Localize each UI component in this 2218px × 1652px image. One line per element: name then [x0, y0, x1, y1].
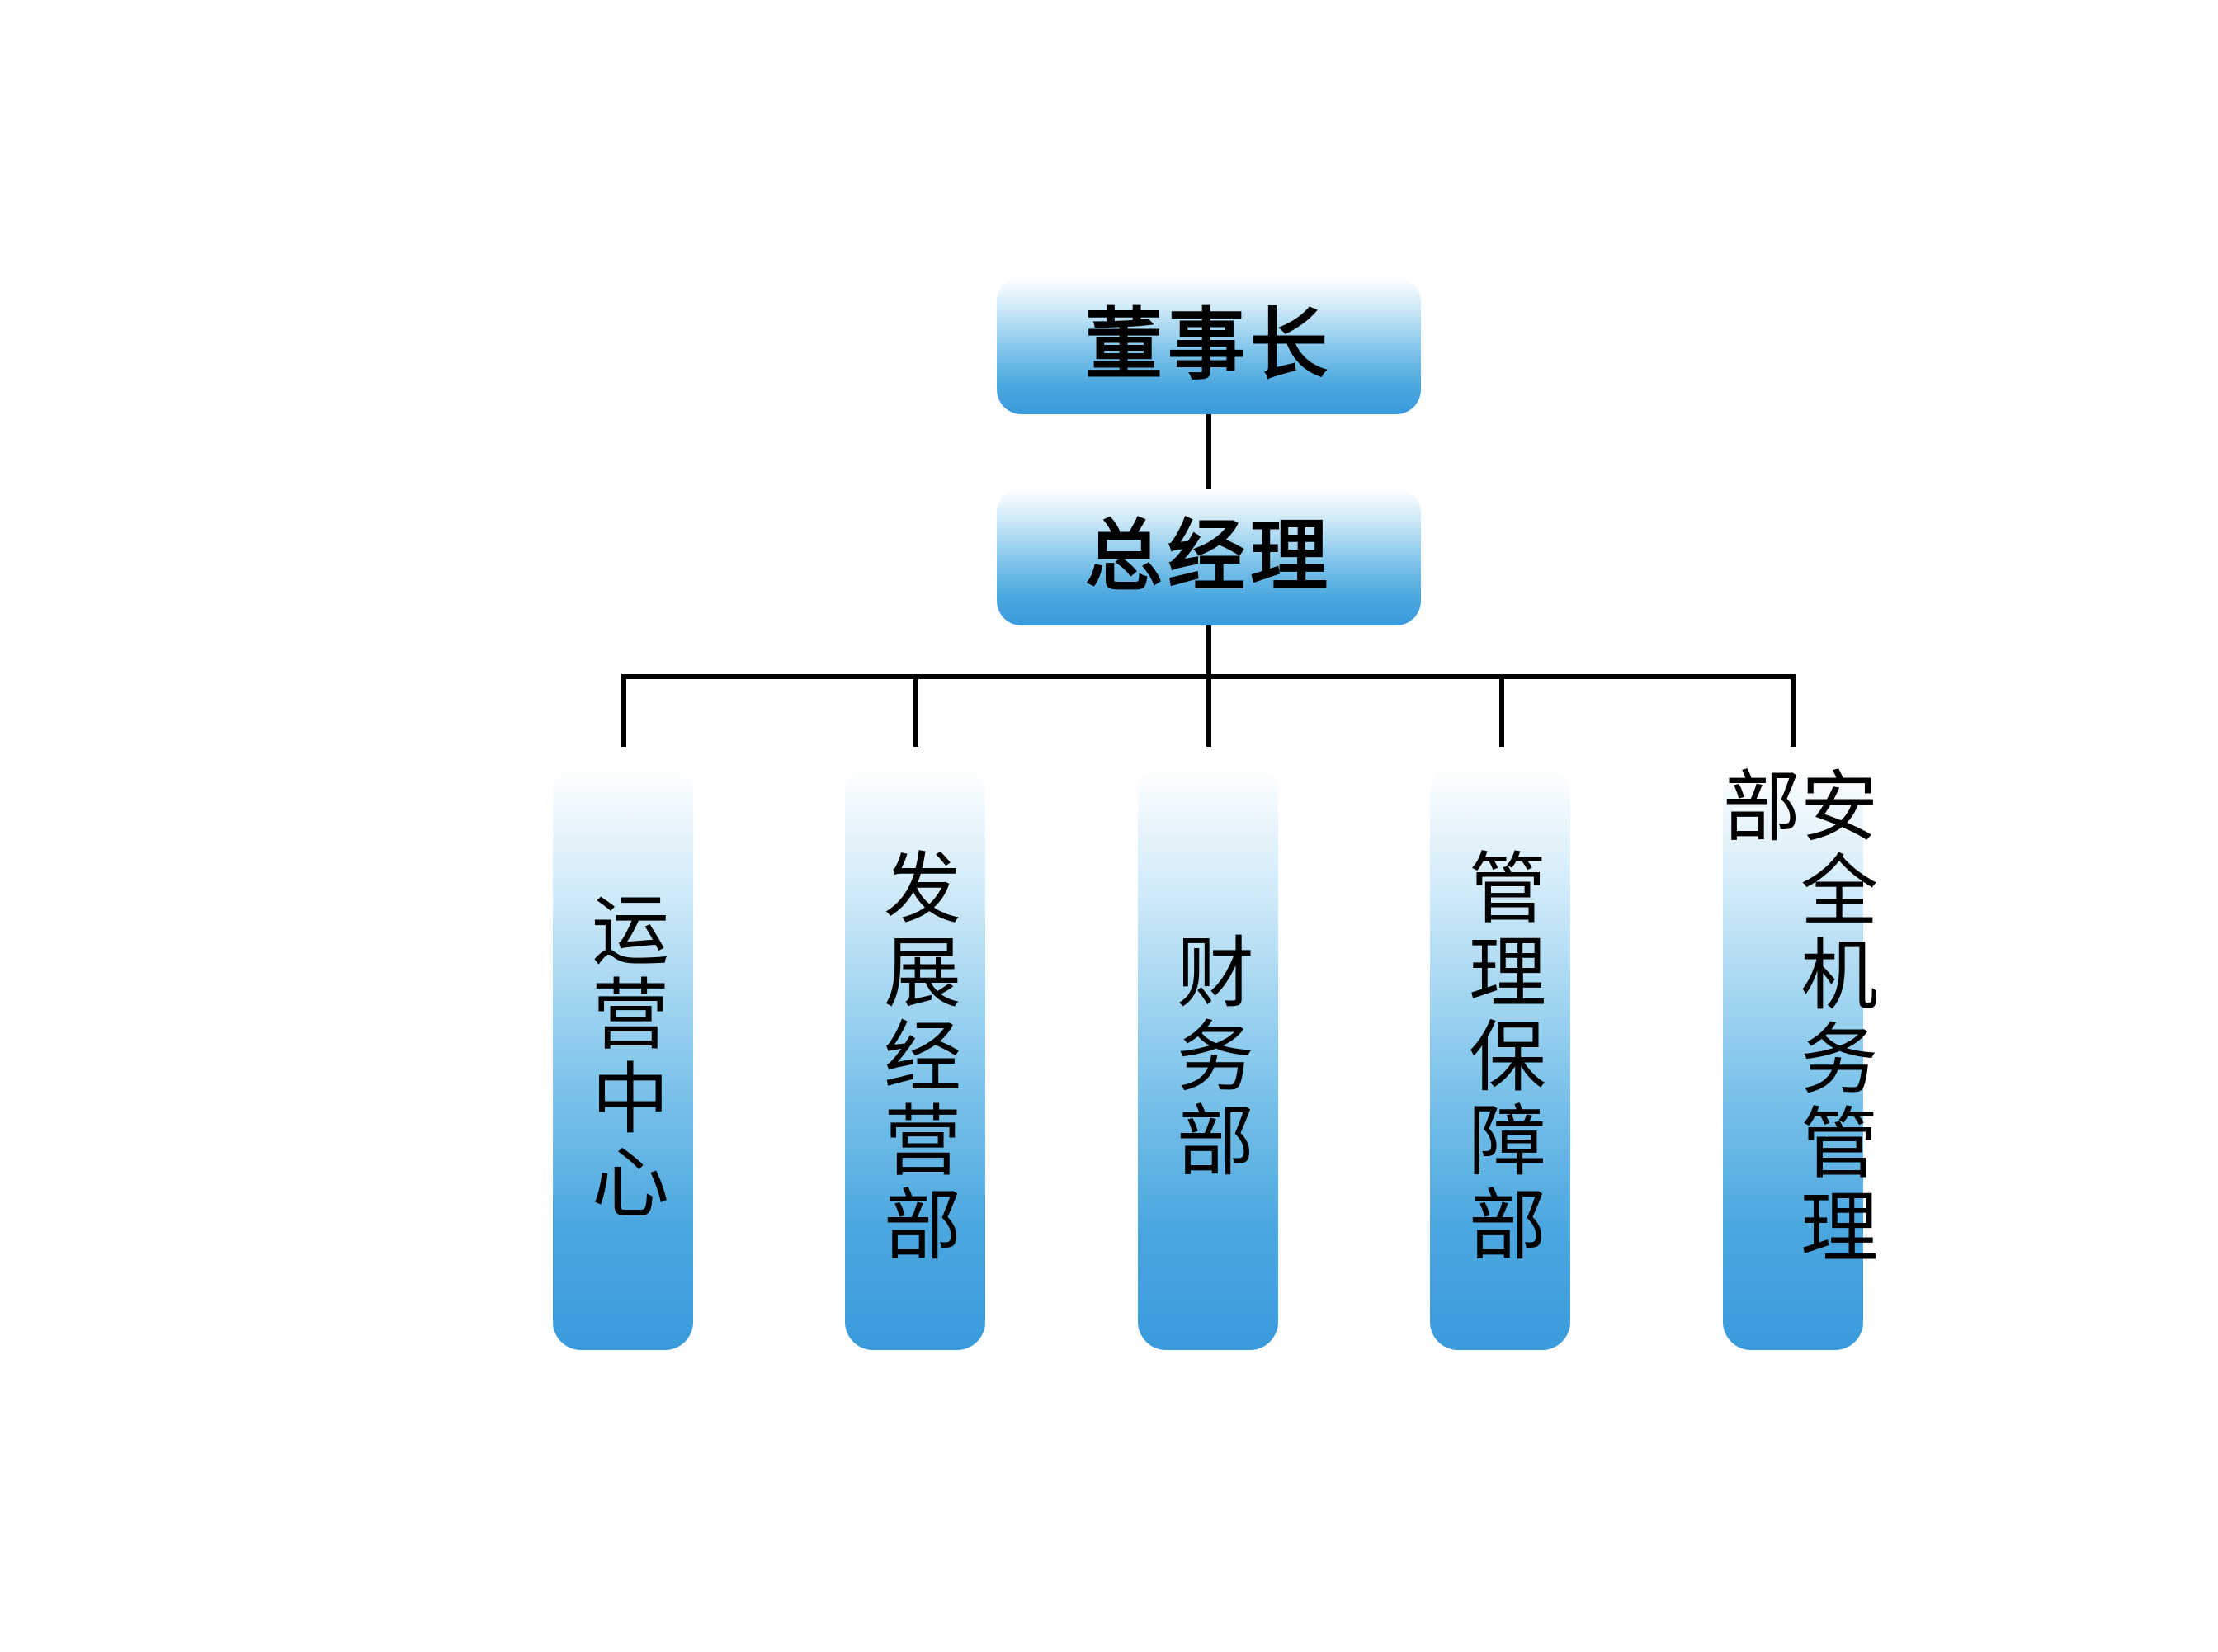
general-manager-box: 总经理 — [997, 489, 1421, 625]
department-label: 发展经营部 — [871, 847, 960, 1268]
department-box-finance: 财务部 — [1138, 766, 1278, 1350]
department-label: 运营中心 — [578, 890, 668, 1226]
department-label: 财务部 — [1163, 932, 1253, 1184]
department-box-development-business: 发展经营部 — [845, 766, 985, 1350]
chairman-label: 董事长 — [1084, 300, 1333, 390]
department-label: 安全机务管理部 — [1710, 766, 1877, 1271]
department-box-safety-maintenance: 安全机务管理部 — [1710, 766, 1877, 1350]
general-manager-label: 总经理 — [1084, 512, 1333, 602]
department-box-management-support: 管理保障部 — [1430, 766, 1570, 1350]
chairman-box: 董事长 — [997, 277, 1421, 414]
department-label: 管理保障部 — [1456, 847, 1546, 1268]
department-box-operations-center: 运营中心 — [553, 766, 693, 1350]
